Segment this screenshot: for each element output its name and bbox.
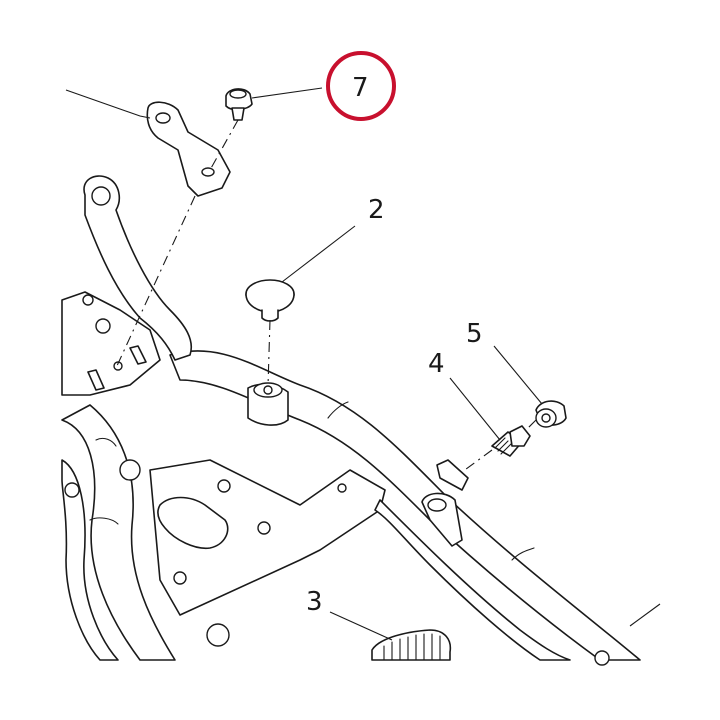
callout-3: 3 (306, 587, 323, 617)
frame-slot-2 (129, 345, 147, 365)
frame-lower-boss-1 (206, 623, 230, 647)
frame-bolt-2 (82, 294, 94, 306)
callout-2: 2 (368, 195, 385, 225)
axis-bracket-to-frame (115, 195, 196, 369)
frame-tube-ring-3 (327, 401, 349, 419)
leader-frame-right (629, 603, 661, 627)
frame-tube-ring-2 (89, 517, 119, 525)
nut-bore (541, 413, 551, 423)
rubber-cap-stem (261, 309, 279, 322)
part-5-nut[interactable] (535, 400, 567, 428)
leader-lines (65, 87, 661, 641)
frame-boss-1 (119, 459, 141, 481)
callout-7: 7 (352, 73, 369, 103)
bracket-upper-hole (155, 112, 171, 124)
axis-bolt-to-bracket (209, 119, 239, 171)
bracket-arm-eye (91, 186, 111, 206)
frame-plate-hole-4 (337, 483, 347, 493)
frame-boss-2 (64, 482, 80, 498)
rubber-cap-side (245, 293, 295, 313)
frame-small-hole (113, 361, 123, 371)
frame-plate-hole-3 (173, 571, 187, 585)
part-2-rubber-cap[interactable] (245, 279, 295, 322)
callout-4: 4 (428, 349, 445, 379)
callout-5: 5 (466, 319, 483, 349)
stud-threads (494, 437, 512, 455)
bolt-shank (231, 107, 245, 121)
frame-assembly (61, 175, 641, 666)
frame-lower-boss-2 (594, 650, 610, 666)
foot-peg-serrations (383, 633, 441, 661)
frame-right-lower-tube (374, 499, 571, 661)
part-4-threaded-stud[interactable] (491, 425, 531, 457)
callout-labels: 2 5 4 3 7 (306, 51, 483, 617)
frame-left-side-plate (61, 291, 161, 396)
frame-upper-bracket-arm (83, 175, 192, 361)
frame-grommet-seat-inner (263, 385, 273, 395)
leader-5 (493, 345, 543, 405)
bolt-head-top (229, 89, 247, 99)
frame-plate-hole-2 (257, 521, 271, 535)
leader-7 (251, 87, 323, 99)
assembly-axes (115, 119, 537, 473)
leader-2 (281, 225, 356, 283)
leader-4 (449, 377, 501, 441)
part-3-foot-peg[interactable] (371, 629, 452, 661)
frame-right-upper-tube (169, 350, 641, 661)
part-bracket-assembly[interactable] (146, 101, 231, 197)
frame-slot-1 (87, 369, 105, 391)
axis-stud-to-tab (461, 449, 493, 473)
axis-nut-to-stud (527, 419, 537, 429)
frame-plate-hole-1 (217, 479, 231, 493)
frame-bolt-1 (95, 318, 111, 334)
highlight-ring (326, 51, 396, 121)
part-7-bolt[interactable] (225, 88, 253, 121)
leader-1 (65, 89, 151, 119)
frame-tube-ring-1 (95, 437, 117, 447)
callout-7-highlight[interactable]: 7 (326, 51, 396, 121)
frame-tube-ring-4 (511, 547, 535, 561)
frame-tube-mount-hole (427, 498, 447, 512)
frame-left-outer-tube (61, 459, 119, 661)
leader-3 (329, 611, 393, 641)
bracket-lower-hole (201, 167, 215, 177)
stud-hex (509, 425, 531, 447)
frame-threaded-tab (436, 459, 469, 491)
frame-plate-cutout (157, 496, 229, 550)
